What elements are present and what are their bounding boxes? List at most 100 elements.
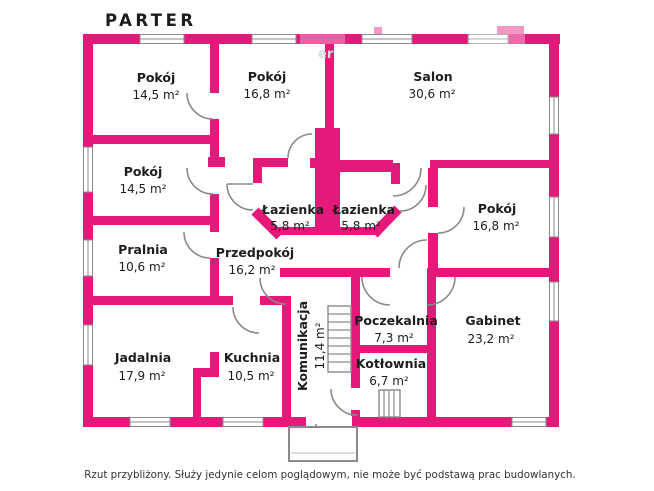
svg-text:Łazienka: Łazienka: [332, 202, 395, 217]
svg-text:10,5 m²: 10,5 m²: [227, 369, 274, 383]
svg-text:Pokój: Pokój: [124, 164, 163, 179]
door-arc-pokoj-tm: [287, 133, 313, 159]
room-label-kuchnia: Kuchnia 10,5 m²: [224, 350, 280, 383]
room-label-komunikacja: Komunikacja 11,4 m²: [295, 301, 327, 391]
svg-text:5,8 m²: 5,8 m²: [341, 219, 381, 233]
svg-text:23,2 m²: 23,2 m²: [467, 332, 514, 346]
svg-text:Jadalnia: Jadalnia: [114, 350, 171, 365]
wall-bathr-bottom: [340, 227, 376, 235]
svg-text:Poczekalnia: Poczekalnia: [354, 313, 438, 328]
wall-bathl-bottom: [276, 227, 315, 235]
door-arc-komunikacja: [259, 277, 287, 305]
wall-pokojr-left-a: [428, 168, 438, 207]
door-arc-kotlownia: [330, 388, 358, 416]
window-pokoj-right: [549, 196, 559, 238]
wall-bathr-right: [391, 172, 400, 184]
wall-kuchnia-top-a: [219, 296, 233, 305]
svg-text:17,9 m²: 17,9 m²: [118, 369, 165, 383]
room-label-przedpokoj: Przedpokój 16,2 m²: [216, 245, 294, 277]
svg-text:Pralnia: Pralnia: [118, 242, 168, 257]
svg-text:10,6 m²: 10,6 m²: [118, 260, 165, 274]
door-arc-salon: [392, 167, 422, 197]
wall-jadalnia-kuchnia-b: [193, 368, 219, 377]
wall-salon-bottom-a: [333, 160, 393, 168]
wall-pokojr-left-b: [428, 233, 438, 268]
watermark-remnant: er: [300, 26, 525, 62]
svg-text:Gabinet: Gabinet: [465, 313, 520, 328]
room-label-poczekalnia: Poczekalnia 7,3 m²: [354, 313, 438, 345]
svg-text:Pokój: Pokój: [248, 69, 287, 84]
wall-bathl-left: [253, 167, 262, 183]
wall-bathl-top-b: [310, 158, 318, 168]
svg-text:16,8 m²: 16,8 m²: [243, 87, 290, 101]
wall-kuchnia-top-b: [260, 296, 291, 305]
svg-text:5,8 m²: 5,8 m²: [270, 219, 310, 233]
wall-komunikacja-left: [282, 300, 291, 418]
wall-top: [83, 34, 560, 44]
door-arc-kuchnia: [232, 306, 260, 334]
wall-bathl-chamfer: [251, 207, 284, 240]
svg-text:Pokój: Pokój: [137, 70, 176, 85]
entrance-opening: [306, 416, 352, 428]
wall-hall-bottom: [280, 268, 390, 277]
door-arc-pralnia: [183, 231, 211, 259]
room-label-pralnia: Pralnia 10,6 m²: [118, 242, 168, 274]
wall-corridor-v1c: [210, 194, 219, 232]
room-label-pokoj-tl: Pokój 14,5 m²: [132, 70, 179, 102]
window-salon-right: [549, 96, 559, 135]
window-pokoj-tm: [251, 34, 297, 44]
svg-text:Kotłownia: Kotłownia: [356, 356, 426, 371]
svg-text:Salon: Salon: [413, 69, 452, 84]
room-label-salon: Salon 30,6 m²: [408, 69, 455, 101]
door-arc-lazienka-r: [399, 184, 427, 212]
window-pokoj-tl: [139, 34, 185, 44]
wall-bathr-chamfer: [370, 205, 402, 238]
wall-pralnia-jadalnia: [93, 296, 219, 305]
wall-pokojtm-salon: [325, 44, 334, 128]
wall-bathl-top-a: [253, 158, 288, 167]
door-arc-poczekalnia: [361, 276, 391, 306]
window-pralnia: [83, 239, 93, 277]
window-gabinet-bottom: [511, 417, 547, 427]
room-label-pokoj-tm: Pokój 16,8 m²: [243, 69, 290, 101]
wall-komunikacja-right-b: [351, 410, 360, 417]
wall-jadalnia-kuchnia-c: [193, 377, 201, 418]
chimney-block: [315, 128, 340, 235]
wall-pokoj1-pokoj2: [93, 135, 210, 144]
window-salon-2: [467, 34, 509, 44]
wall-corridor-v1b: [210, 119, 219, 157]
window-gabinet-right: [549, 281, 559, 322]
wall-poczekalnia-kotlownia: [360, 345, 427, 353]
watermark-text: er: [318, 47, 334, 62]
svg-text:Kuchnia: Kuchnia: [224, 350, 280, 365]
windows: [83, 34, 559, 428]
wall-jadalnia-kuchnia-a: [210, 352, 219, 377]
wall-pokoj2-pralnia: [93, 216, 219, 225]
wall-pralnia-right: [210, 258, 219, 305]
window-jadalnia-bottom: [129, 417, 171, 427]
svg-text:11,4 m²: 11,4 m²: [313, 322, 327, 369]
room-label-kotlownia: Kotłownia 6,7 m²: [356, 356, 426, 388]
door-arc-pokoj-r: [437, 206, 465, 234]
window-jadalnia-left: [83, 324, 93, 366]
svg-text:14,5 m²: 14,5 m²: [132, 88, 179, 102]
room-label-jadalnia: Jadalnia 17,9 m²: [114, 350, 171, 383]
staircase: [327, 305, 352, 373]
wall-gabinet-left: [427, 277, 436, 418]
room-label-lazienka-r: Łazienka 5,8 m²: [332, 202, 395, 233]
wall-corridor-foot: [208, 157, 225, 167]
svg-text:6,7 m²: 6,7 m²: [369, 374, 409, 388]
doors: [183, 92, 465, 461]
svg-text:16,2 m²: 16,2 m²: [228, 263, 275, 277]
svg-text:16,8 m²: 16,8 m²: [472, 219, 519, 233]
room-labels: Pokój 14,5 m² Pokój 16,8 m² Salon 30,6 m…: [114, 69, 521, 391]
svg-text:14,5 m²: 14,5 m²: [119, 182, 166, 196]
door-arc-pokoj-tl: [186, 92, 214, 120]
room-label-lazienka-l: Łazienka 5,8 m²: [261, 202, 324, 233]
door-arc-pokoj-l2: [186, 167, 214, 195]
window-pokoj-left: [83, 146, 93, 193]
entrance-porch: [288, 426, 358, 462]
window-salon-1: [361, 34, 413, 44]
door-arc-hall-passage: [398, 239, 428, 269]
